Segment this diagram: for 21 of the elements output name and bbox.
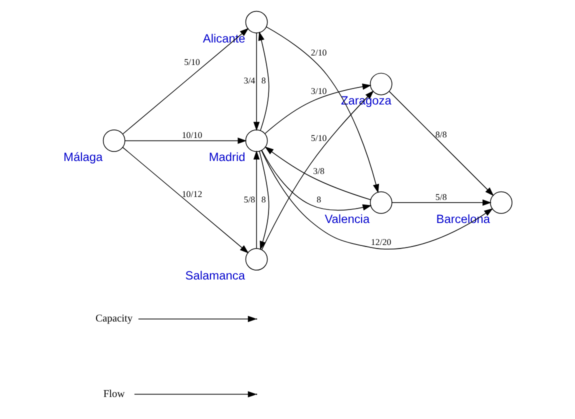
node-label: Salamanca [185, 268, 245, 283]
node-label: Málaga [64, 150, 103, 164]
edge-label: 12/20 [370, 236, 392, 247]
edge-label: 8 [316, 194, 322, 204]
node-label: Valencia [324, 212, 370, 226]
edge-label: 8 [261, 76, 266, 86]
edge-label: 3/8 [313, 166, 325, 176]
edge-label: 5/8 [435, 192, 447, 202]
edge-label: 2/10 [310, 47, 327, 58]
edge-label: 5/10 [184, 57, 200, 68]
edge-label: 3/4 [244, 76, 256, 86]
edge-label: 8/8 [435, 129, 447, 140]
edge-label: 5/8 [244, 194, 256, 204]
edge-label: 10/12 [182, 189, 202, 200]
edge-label: 3/10 [310, 86, 327, 96]
edge-label: 8 [261, 194, 266, 204]
edge-label: 5/10 [310, 133, 327, 144]
edge-label: 10/10 [182, 130, 202, 140]
node-label: Madrid [208, 150, 246, 164]
node-text: Flow [103, 389, 125, 400]
node-text: Capacity [96, 314, 133, 325]
